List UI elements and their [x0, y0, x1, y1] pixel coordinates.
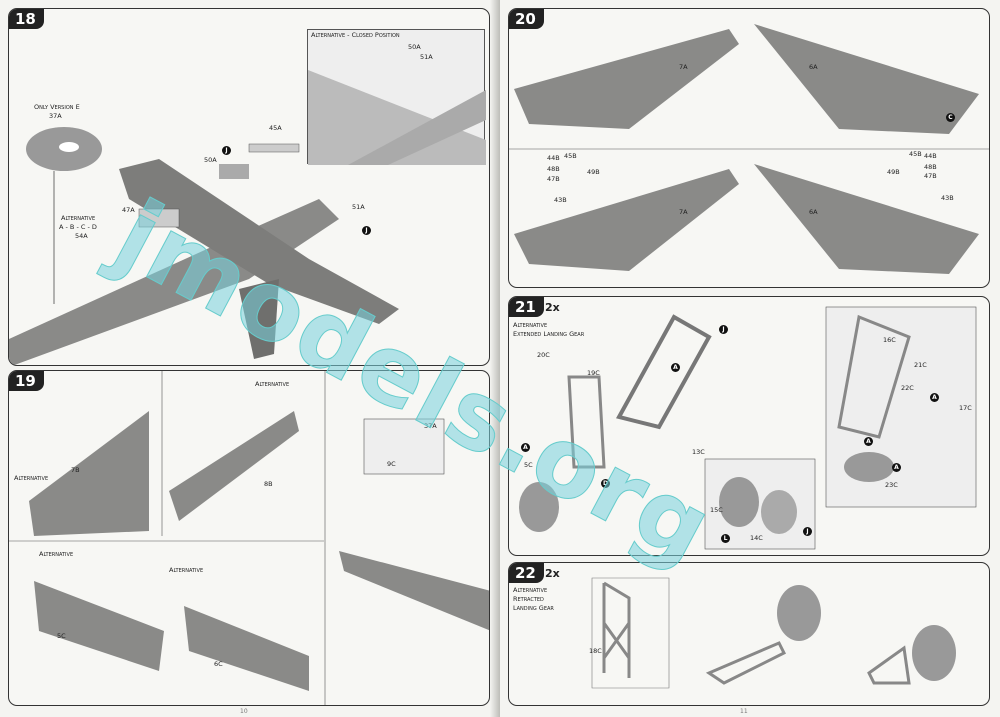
- marker-a: A: [892, 463, 901, 472]
- part-label: 17C: [959, 404, 972, 412]
- part-label: 47A: [122, 206, 135, 214]
- part-label: 51A: [352, 203, 365, 211]
- marker-j: J: [719, 325, 728, 334]
- step-22-panel: 22 2x Alternative Retracted Landing Gear…: [508, 562, 990, 706]
- alt-label: Alternative: [39, 550, 74, 558]
- marker-c: C: [946, 113, 955, 122]
- part-label: 54A: [75, 232, 88, 240]
- step-18-panel: 18 Alternative - Closed Position 50A 51A…: [8, 8, 490, 366]
- version-note: Only Version E: [34, 103, 80, 111]
- part-label: 14C: [750, 534, 763, 542]
- part-label: 48B: [924, 163, 937, 171]
- part-label: 20C: [537, 351, 550, 359]
- step-number: 21: [509, 297, 544, 317]
- step-title: Alternative: [513, 321, 548, 329]
- part-label: 44B: [547, 154, 560, 162]
- alt-versions: A - B - C - D: [59, 223, 97, 231]
- part-label: 45B: [909, 150, 922, 158]
- part-label: 49B: [887, 168, 900, 176]
- page-number: 10: [240, 708, 248, 715]
- alt-label: Alternative: [255, 380, 290, 388]
- part-label: 49B: [587, 168, 600, 176]
- part-label: 5C: [524, 461, 533, 469]
- step-19-panel: 19 Alternative Alternative Alternative A…: [8, 370, 490, 706]
- aircraft-illustration: [9, 127, 399, 365]
- part-label: 19C: [587, 369, 600, 377]
- step-title: Alternative: [513, 586, 548, 594]
- step-title: Landing Gear: [513, 604, 554, 612]
- part-label: 13C: [692, 448, 705, 456]
- part-label: 37A: [49, 112, 62, 120]
- part-label: 23C: [885, 481, 898, 489]
- marker-d: D: [601, 479, 610, 488]
- marker-a: A: [671, 363, 680, 372]
- step-number: 20: [509, 9, 544, 29]
- part-label: 21C: [914, 361, 927, 369]
- alt-label: Alternative: [61, 214, 96, 222]
- part-label: 45A: [269, 124, 282, 132]
- marker-j: J: [362, 226, 371, 235]
- step-20-panel: 20 7A 6A 7A 6A 44B 45B 48B 47B 49B 43B 4…: [508, 8, 990, 288]
- inset-title: Alternative - Closed Position: [311, 31, 400, 39]
- part-label: 51A: [420, 53, 433, 61]
- part-label: 8B: [264, 480, 273, 488]
- marker-l: L: [721, 534, 730, 543]
- step-number: 18: [9, 9, 44, 29]
- page-number: 11: [740, 708, 748, 715]
- part-label: 43B: [554, 196, 567, 204]
- part-label: 6A: [809, 63, 818, 71]
- step-number: 22: [509, 563, 544, 583]
- right-page: 20 7A 6A 7A 6A 44B 45B 48B 47B 49B 43B 4…: [500, 0, 1000, 717]
- alt-label: Alternative: [169, 566, 204, 574]
- part-label: 5C: [57, 632, 66, 640]
- multiplier: 2x: [545, 301, 560, 314]
- multiplier: 2x: [545, 567, 560, 580]
- part-label: 48B: [547, 165, 560, 173]
- part-label: 50A: [204, 156, 217, 164]
- marker-a: A: [864, 437, 873, 446]
- part-label: 6C: [214, 660, 223, 668]
- part-label: 44B: [924, 152, 937, 160]
- alt-label: Alternative: [14, 474, 49, 482]
- part-label: 9C: [387, 460, 396, 468]
- part-label: 18C: [589, 647, 602, 655]
- part-label: 50A: [408, 43, 421, 51]
- part-label: 15C: [710, 506, 723, 514]
- left-page: 18 Alternative - Closed Position 50A 51A…: [0, 0, 496, 717]
- part-label: 16C: [883, 336, 896, 344]
- part-label: 7B: [71, 466, 80, 474]
- part-label: 6A: [809, 208, 818, 216]
- part-label: 43B: [941, 194, 954, 202]
- step-title: Retracted: [513, 595, 544, 603]
- marker-a: A: [930, 393, 939, 402]
- part-label: 47B: [924, 172, 937, 180]
- part-label: 22C: [901, 384, 914, 392]
- part-label: 45B: [564, 152, 577, 160]
- part-label: 7A: [679, 208, 688, 216]
- step-title: Extended Landing Gear: [513, 330, 585, 338]
- closed-position-inset: Alternative - Closed Position 50A 51A: [307, 29, 486, 165]
- marker-j: J: [803, 527, 812, 536]
- part-label: 47B: [547, 175, 560, 183]
- marker-j: J: [222, 146, 231, 155]
- marker-a: A: [521, 443, 530, 452]
- step-21-panel: 21 2x Alternative Extended Landing Gear …: [508, 296, 990, 556]
- part-label: 7A: [679, 63, 688, 71]
- part-label: 37A: [424, 422, 437, 430]
- step-number: 19: [9, 371, 44, 391]
